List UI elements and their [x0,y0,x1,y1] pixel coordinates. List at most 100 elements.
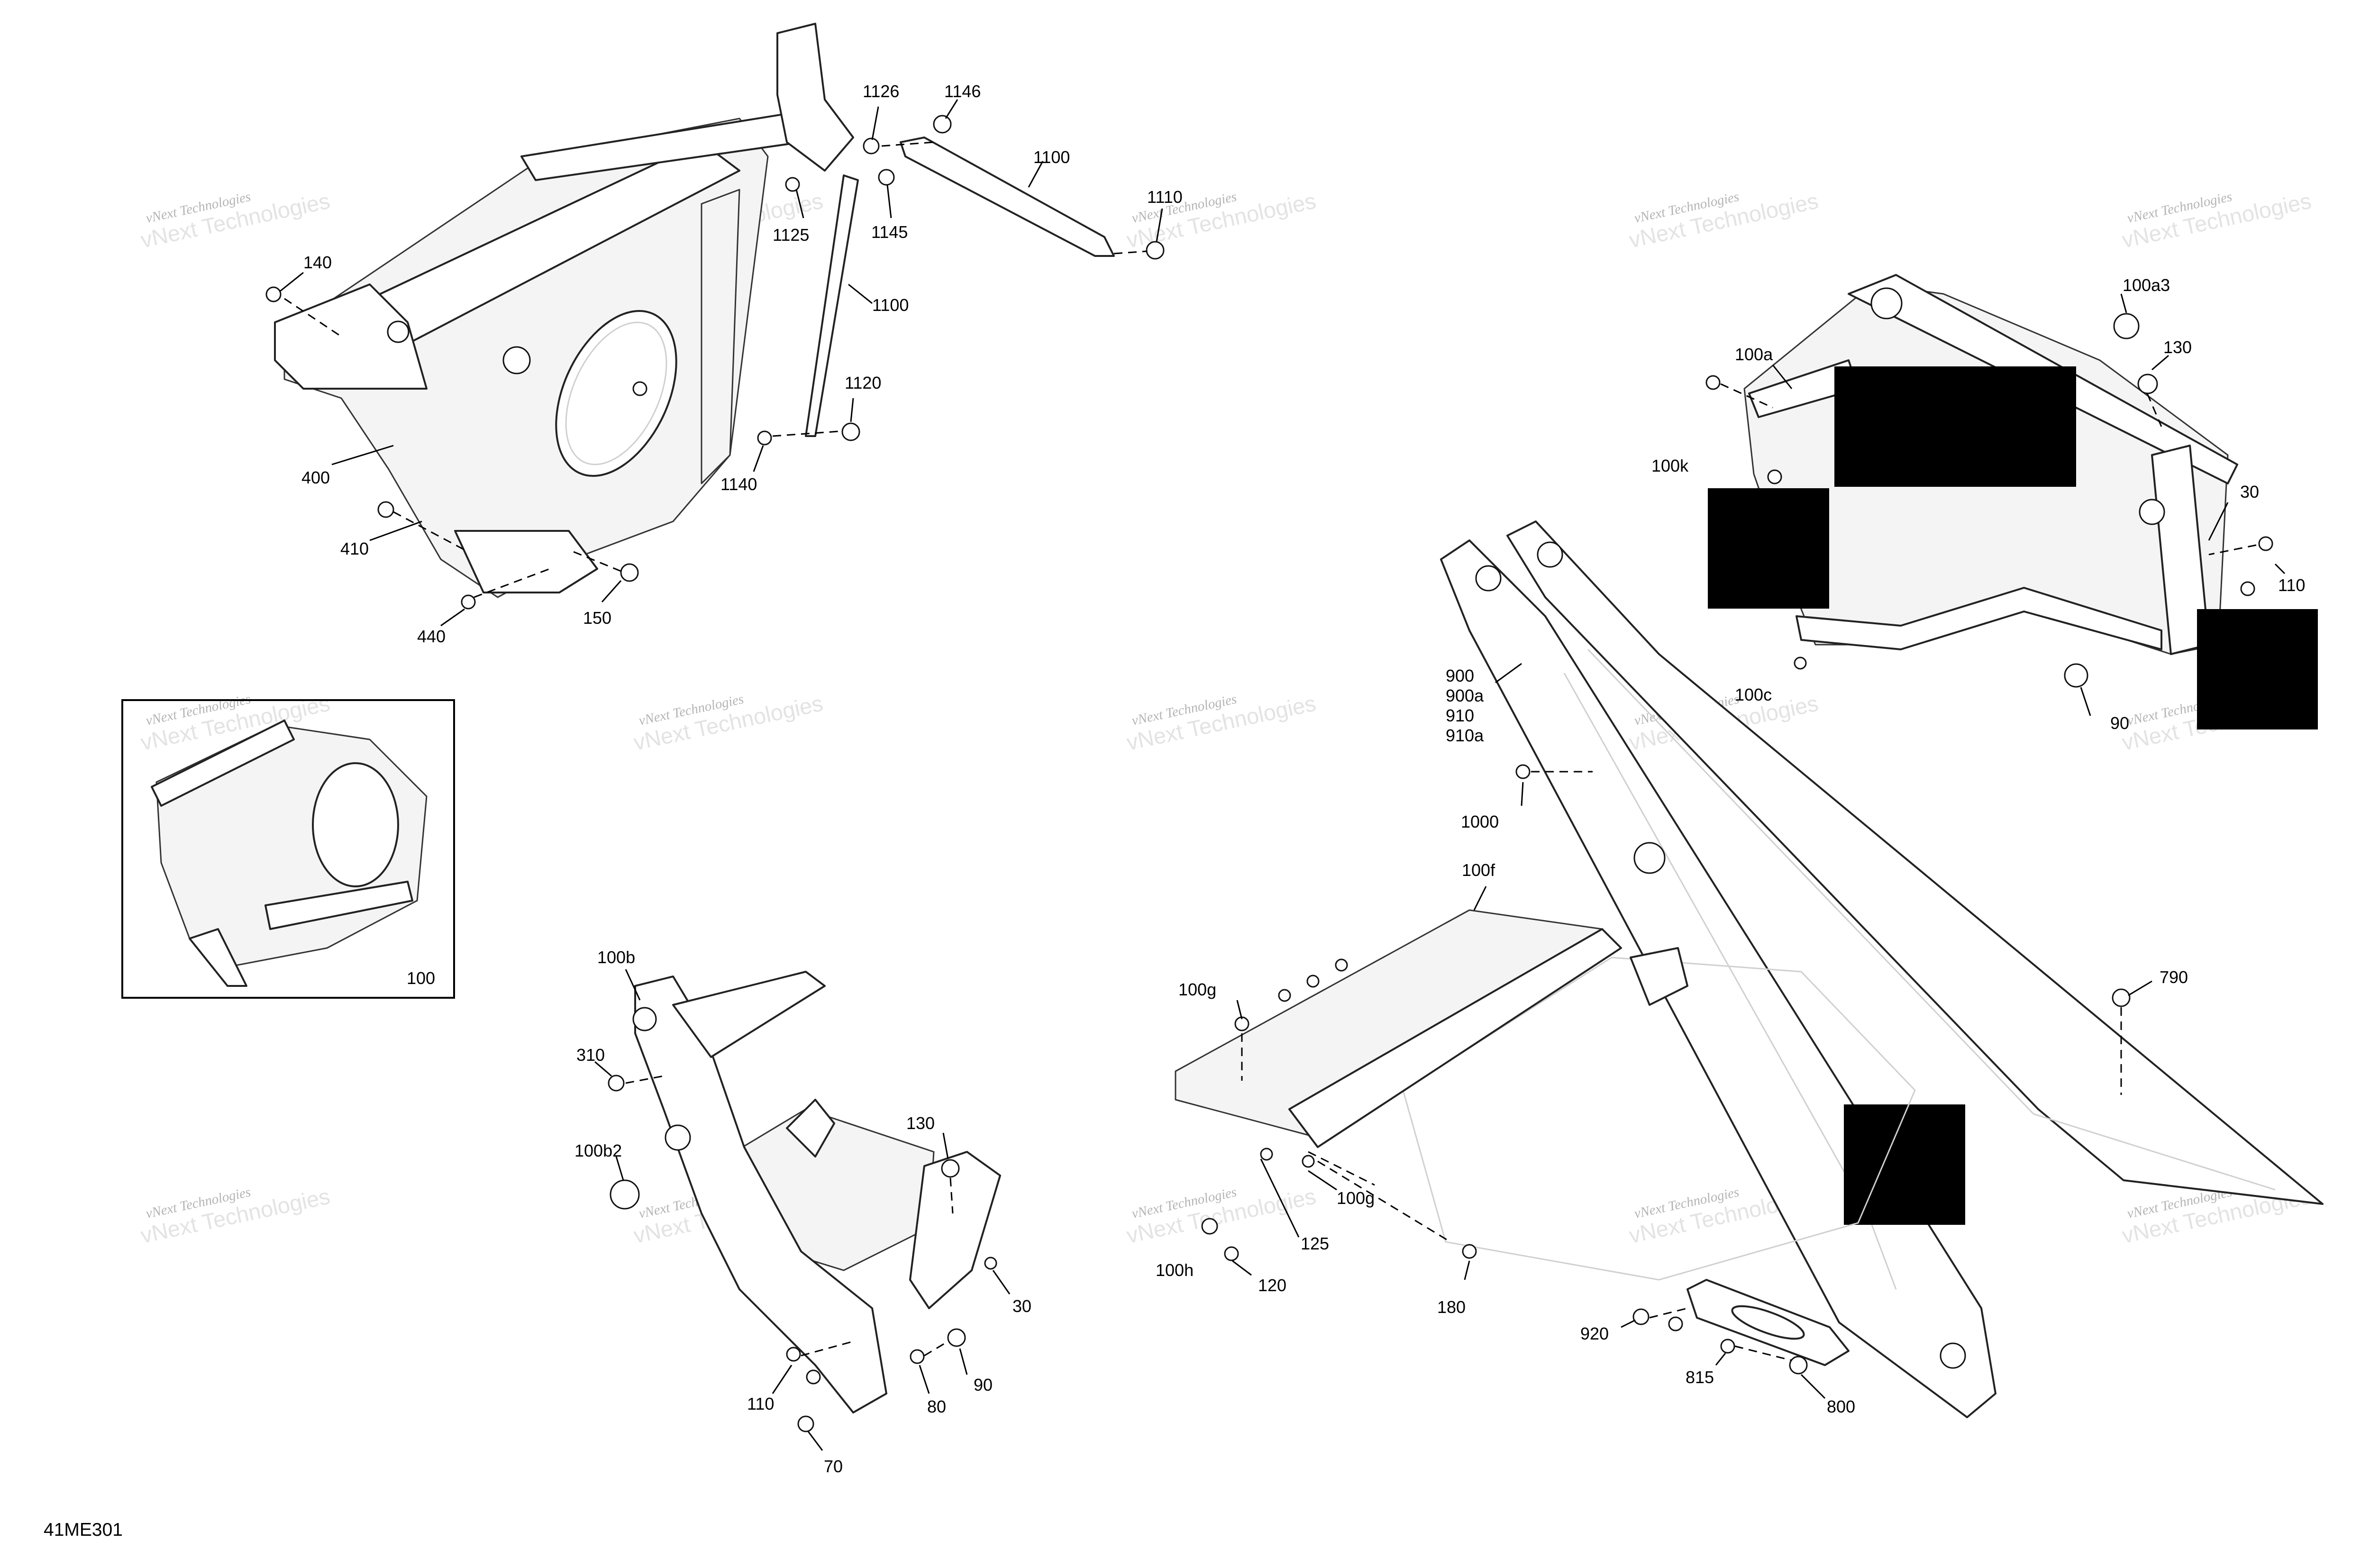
callout-label: 100c [1735,685,1772,704]
inset-frame [121,699,455,999]
nut-icon [878,169,895,186]
long-rail-assembly [1440,520,2324,1418]
callout-label: 180 [1437,1297,1466,1317]
nut-icon [1201,1218,1218,1235]
bolt-icon [1767,469,1782,484]
callout-label: 90 [974,1375,993,1395]
nut-icon [1632,1308,1650,1325]
callout-label: 100a [1735,345,1773,364]
bolt-icon [2240,581,2255,596]
callout-label: 30 [2240,482,2259,501]
nut-icon [1146,241,1165,260]
callout-label: 1126 [863,82,899,101]
callout-label: 100b [597,948,635,967]
callout-label: 100f [1462,860,1495,880]
bolt-icon [806,1369,821,1385]
callout-label: 80 [927,1397,946,1416]
callout-label: 1145 [871,222,908,242]
left-bracket [274,283,428,390]
callout-label: 1100 [1033,147,1070,167]
side-frame-rear-bracket [909,1151,1001,1309]
redaction-block [2197,609,2318,729]
redaction-block [1708,488,1829,609]
front-frame-assembly [274,23,854,598]
callout-group-rails: 900 900a 910 910a 1000 100f 790 100g 100… [1156,663,2188,1317]
bolt-icon [757,430,772,446]
callout-label: 815 [1686,1367,1714,1387]
bolt-icon [1515,764,1531,779]
callout-label: 1000 [1461,812,1499,831]
callout-label: 910a [1446,726,1484,745]
side-frame-assembly [608,971,1001,1432]
callout-label: 90 [2110,713,2129,733]
inset-overview: 100 [121,699,455,999]
callout-label: 125 [1301,1234,1329,1253]
nut-icon [2112,988,2131,1007]
callout-label: 1120 [845,373,881,392]
nut-icon [1224,1246,1239,1261]
redaction-block [1834,366,2076,487]
nut-icon [2137,374,2158,394]
tie-rod-upper [900,137,1115,257]
bolt-icon [1302,1155,1315,1168]
radiator-opening [555,310,677,477]
callout-label: 410 [340,539,369,558]
mounting-plate-side [1288,928,1622,1148]
callout-label: 1140 [720,474,757,494]
front-frame-hardware [265,115,1165,610]
bolt-icon [1278,989,1291,1002]
bolt-icon [2258,536,2273,551]
bolt-icon [377,501,394,518]
callout-label: 100g [1337,1188,1375,1208]
callout-label: 440 [417,627,446,646]
callout-label: 1125 [773,225,809,245]
bolt-icon [797,1415,814,1432]
callout-label: 800 [1827,1397,1855,1416]
nut-icon [841,422,860,441]
nut-icon [863,137,880,155]
document-code: 41ME301 [44,1520,123,1540]
mounting-plate-assembly [1175,909,1916,1281]
rear-lower-rail [1796,587,2162,650]
bolt-icon [608,1075,625,1092]
callout-label: 130 [2163,337,2192,357]
bolt-icon [1234,1016,1249,1031]
callout-label: 140 [303,253,332,272]
bolt-icon [1260,1148,1273,1161]
callout-label: 120 [1258,1276,1286,1295]
nut-icon [1789,1356,1808,1375]
callout-label: 100a3 [2123,275,2170,295]
nut-icon [941,1159,960,1178]
nut-icon [933,115,952,134]
callout-label: 400 [301,468,330,487]
nut-icon [1668,1316,1683,1331]
callout-label: 110 [2278,575,2305,595]
callout-group-front-frame: 1126 1146 1100 1110 1125 1145 1100 1120 … [279,82,1183,646]
side-plate [701,189,740,484]
nut-icon [2113,313,2140,339]
nut-icon [785,177,800,192]
lower-support [454,530,598,593]
callout-label: 1146 [944,82,981,101]
callout-group-link-plate: 920 815 800 [1580,1319,1855,1416]
nut-icon [1720,1339,1735,1354]
callout-group-rear-frame: 100a3 130 100a 100k 30 110 100c 90 [1651,275,2305,733]
nut-icon [947,1328,966,1347]
callout-label: 900a [1446,686,1484,705]
callout-group-side-frame: 100b 310 100b2 130 30 110 80 90 70 [574,948,1031,1476]
callout-label: 70 [824,1457,843,1476]
washer-icon [610,1179,640,1210]
bolt-icon [461,594,476,610]
rail-link-plate-assembly [1632,1279,1850,1375]
bolt-icon [1794,656,1807,670]
tie-rod-lower [805,174,859,437]
callout-label: 110 [747,1394,774,1413]
side-frame-fin [672,971,826,1058]
bolt-icon [1705,375,1721,390]
callout-label: 100g [1178,980,1216,999]
bolt-icon [984,1257,997,1270]
nut-icon [2064,663,2088,688]
nut-icon [620,563,639,582]
callout-label: 30 [1012,1296,1031,1316]
